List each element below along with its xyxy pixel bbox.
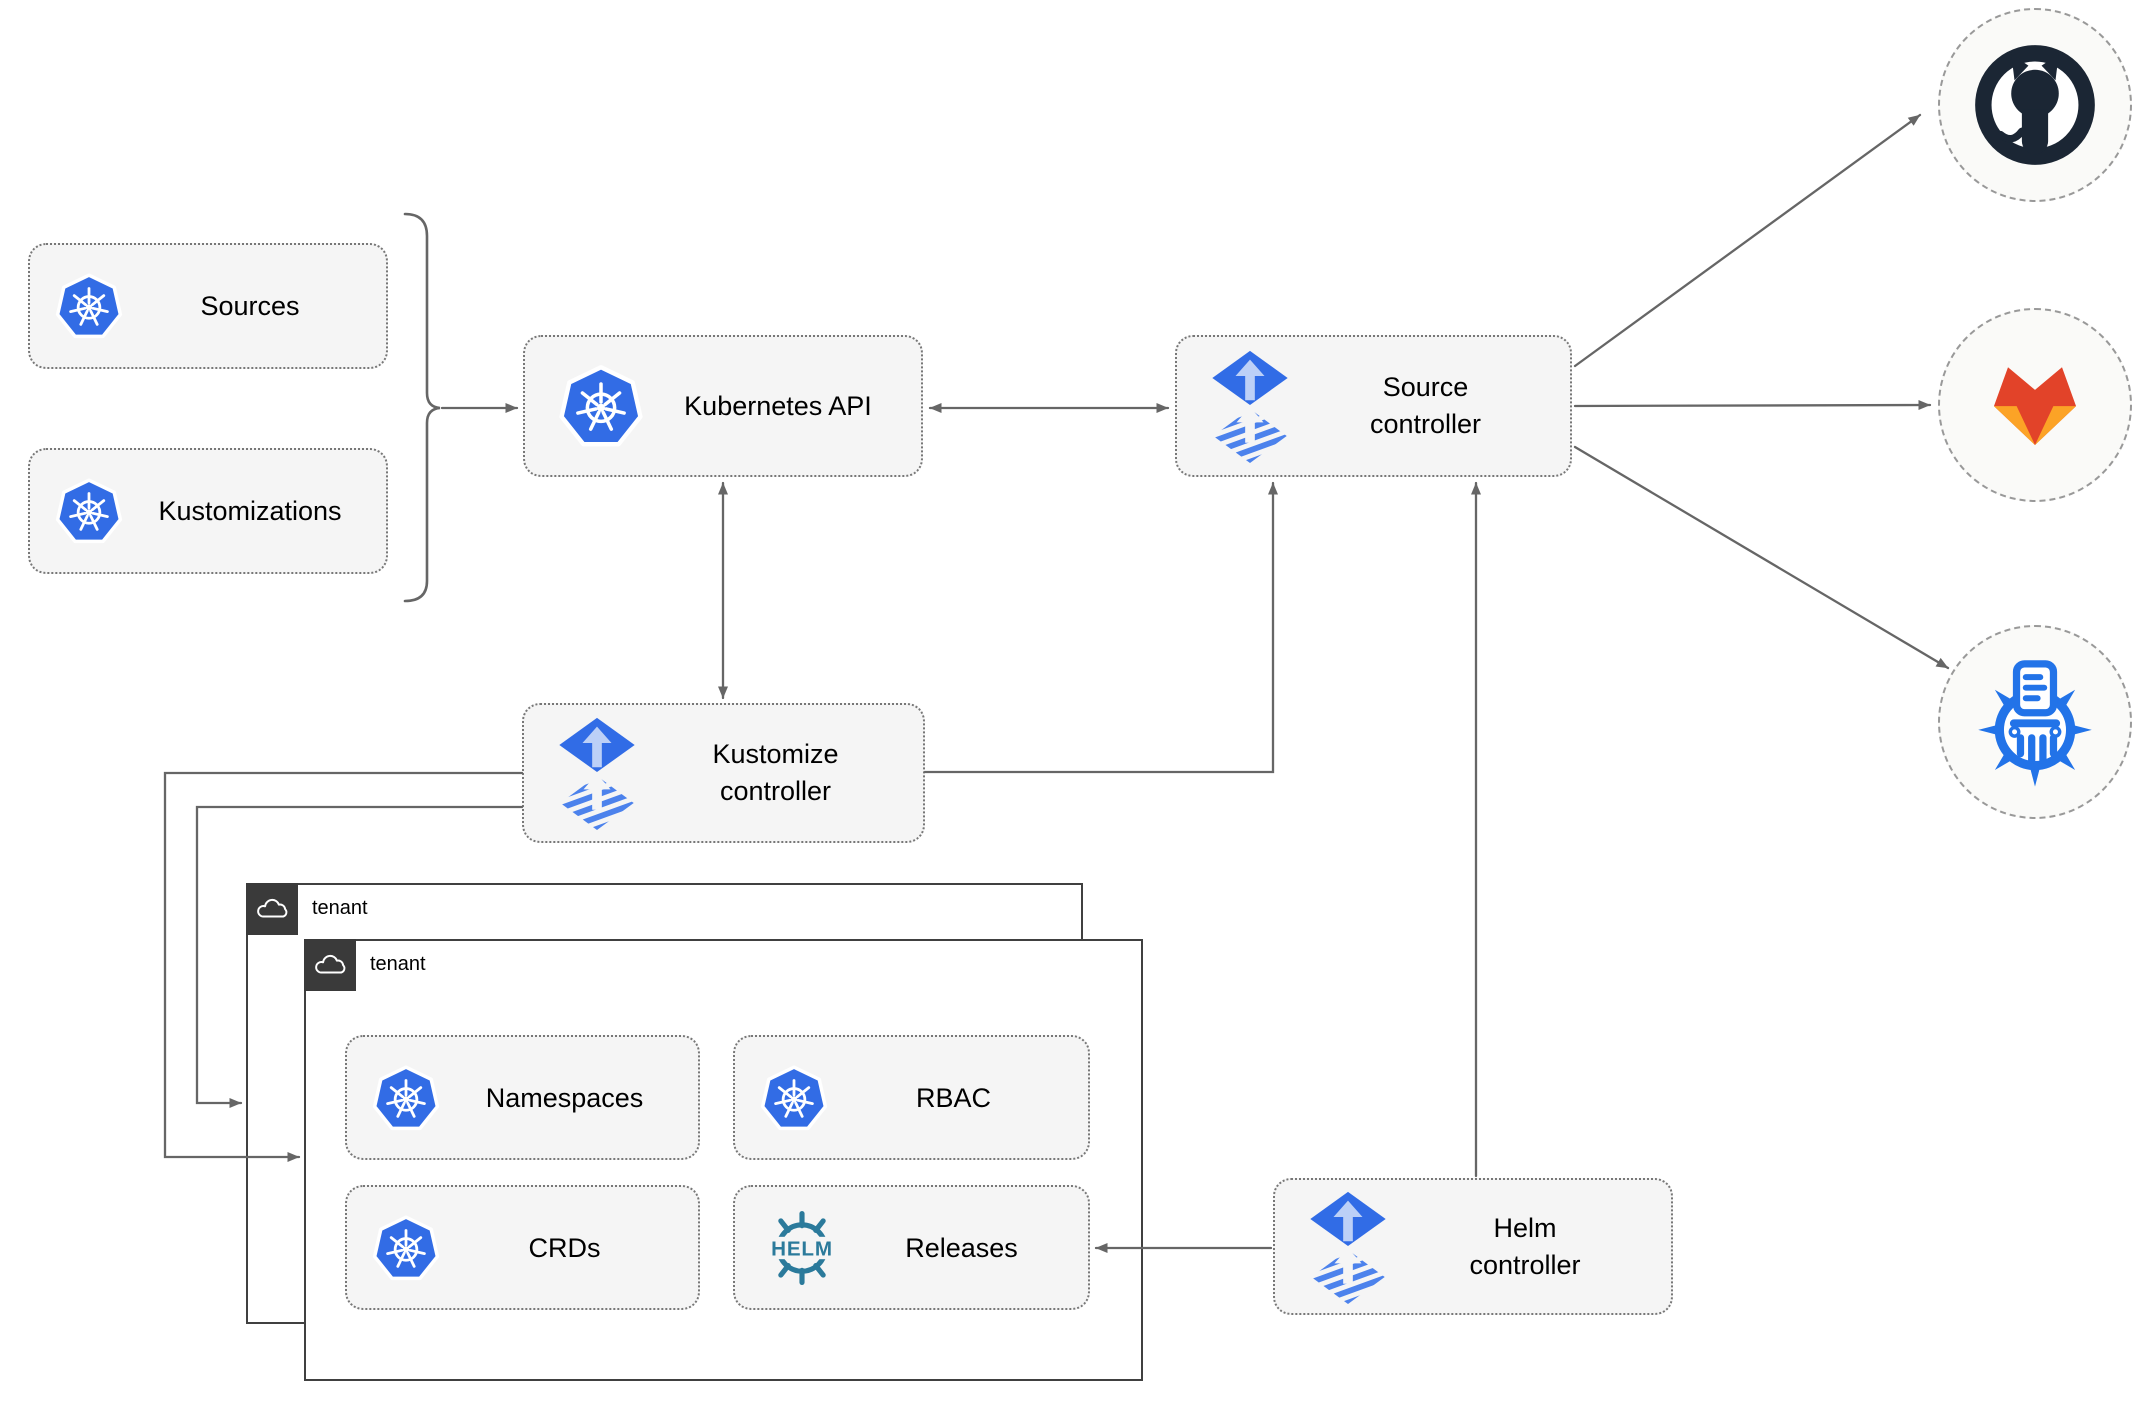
flux-icon: [556, 716, 638, 830]
tenant-inner-label: tenant: [370, 953, 426, 975]
kubernetes-icon: [54, 271, 124, 341]
releases-label: Releases: [905, 1232, 1018, 1263]
source-controller-label: Source controller: [1369, 372, 1482, 439]
kubernetes-api-label: Kubernetes API: [684, 391, 872, 421]
group-bracket: [403, 212, 441, 603]
helm-repository-remote: [1938, 625, 2132, 819]
flux-icon: [1209, 349, 1291, 463]
crds-node: CRDs: [345, 1185, 700, 1310]
gitlab-icon: [1981, 356, 2089, 454]
kustomizations-label: Kustomizations: [158, 496, 342, 526]
kustomizations-node: Kustomizations: [28, 448, 388, 574]
edge-source-controller-to-gitlab: [1573, 400, 1932, 411]
kubernetes-icon: [371, 1063, 441, 1133]
kubernetes-icon: [54, 476, 124, 546]
releases-node: HELM Releases: [733, 1185, 1090, 1310]
github-remote: [1938, 8, 2132, 202]
sources-label: Sources: [200, 291, 300, 321]
tenant-outer-label: tenant: [312, 897, 368, 919]
github-icon: [1953, 23, 2117, 187]
tenant-tag: [304, 939, 356, 991]
helm-icon: HELM: [769, 1210, 835, 1285]
kubernetes-api-node: Kubernetes API: [523, 335, 923, 477]
kubernetes-icon: [557, 362, 645, 450]
cloud-icon: [312, 952, 348, 978]
crds-label: CRDs: [528, 1232, 601, 1263]
cloud-icon: [254, 896, 290, 922]
sources-node: Sources: [28, 243, 388, 369]
rbac-label: RBAC: [915, 1082, 991, 1113]
edge-kustomize-controller-to-source-controller: [923, 481, 1278, 774]
flux-icon: [1307, 1190, 1389, 1304]
edge-source-controller-to-github: [1573, 113, 1922, 368]
rbac-node: RBAC: [733, 1035, 1090, 1160]
kubernetes-icon: [759, 1063, 829, 1133]
tenant-inner-box: tenant: [304, 939, 1143, 1381]
gitlab-remote: [1938, 308, 2132, 502]
namespaces-label: Namespaces: [485, 1082, 644, 1113]
edge-source-controller-to-helm-repository: [1573, 445, 1950, 670]
source-controller-node: Source controller: [1175, 335, 1572, 477]
kustomize-controller-node: Kustomize controller: [522, 703, 925, 843]
helm-chart-repository-icon: [1969, 656, 2101, 788]
tenant-tag: [246, 883, 298, 935]
helm-controller-node: Helm controller: [1273, 1178, 1673, 1315]
helm-wordmark: HELM: [771, 1237, 833, 1260]
kubernetes-icon: [371, 1213, 441, 1283]
namespaces-node: Namespaces: [345, 1035, 700, 1160]
helm-controller-label: Helm controller: [1469, 1212, 1581, 1280]
kustomize-controller-label: Kustomize controller: [712, 739, 839, 806]
